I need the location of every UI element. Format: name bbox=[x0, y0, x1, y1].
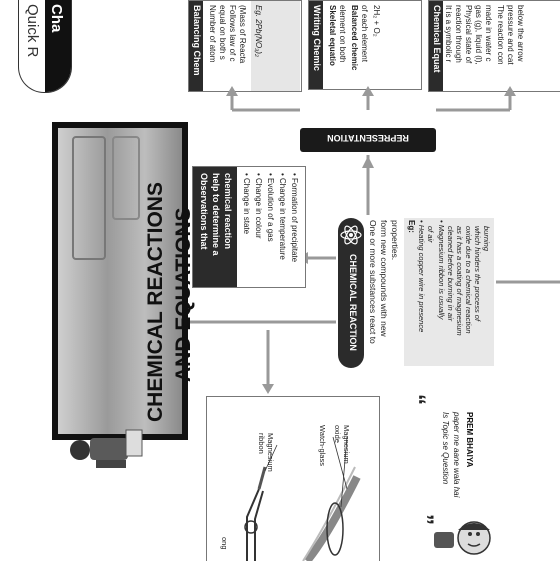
chemical-equation-card: Chemical Equat It is a symbolic r reacti… bbox=[428, 0, 560, 92]
observation-item: • Change in temperature bbox=[278, 173, 287, 260]
main-title-line1: CHEMICAL REACTIONS bbox=[144, 182, 167, 422]
chemical-reaction-card: CHEMICAL REACTION One or more substances… bbox=[336, 216, 496, 368]
representation-label: REPRESENTATION bbox=[327, 133, 409, 143]
label-magnesium-oxide: Magnesium oxide bbox=[333, 425, 351, 464]
observation-item: • Evolution of a gas bbox=[266, 173, 275, 242]
atom-icon bbox=[340, 225, 362, 245]
label-tongs: ong bbox=[220, 537, 229, 550]
student-illustration bbox=[70, 429, 143, 468]
avatar bbox=[434, 521, 491, 555]
quote-block: “ Is Topic se Question paper me aane wal… bbox=[405, 394, 518, 560]
quote-line1: Is Topic se Question bbox=[441, 412, 450, 485]
observation-item: • Change in state bbox=[242, 173, 251, 235]
main-title-block: CHEMICAL REACTIONS AND EQUATIONS bbox=[52, 122, 195, 440]
representation-banner: REPRESENTATION bbox=[300, 128, 436, 152]
observations-title-line: Observations that bbox=[199, 173, 209, 250]
reaction-header bbox=[338, 218, 364, 368]
quote-line2: paper me aane wala hai bbox=[452, 412, 461, 498]
reaction-example: burning bbox=[482, 226, 491, 252]
observations-card: Observations that help to determine a ch… bbox=[192, 166, 306, 288]
observations-title-line: help to determine a bbox=[211, 173, 221, 256]
reaction-example: • Heating copper wire in presence bbox=[417, 220, 426, 333]
reaction-example: of air bbox=[426, 226, 435, 243]
balancing-card: Balancing Chem Number of atom equal on b… bbox=[188, 0, 302, 92]
reaction-title: CHEMICAL REACTION bbox=[348, 254, 358, 351]
observation-item: • Change in colour bbox=[254, 173, 263, 239]
label-magnesium-ribbon: Magnesium ribbon bbox=[257, 433, 275, 472]
observation-item: • Formation of precipitate bbox=[290, 173, 299, 263]
reaction-definition: form new compounds with new bbox=[379, 220, 389, 337]
quote-author: PREM BHAIYA bbox=[465, 412, 474, 468]
reaction-example: cleaned before burning in air bbox=[446, 226, 455, 322]
reaction-example: as it has a coating of magnesium bbox=[455, 226, 464, 336]
quick-revision-tab: Quick R Cha bbox=[18, 0, 72, 93]
reaction-example-box bbox=[404, 218, 494, 366]
reaction-definition: One or more substances react to bbox=[368, 220, 378, 344]
reaction-example: which hinders the process of bbox=[473, 226, 482, 322]
reaction-example: • Magnesium ribbon is usually bbox=[437, 220, 446, 320]
reaction-eg-label: Eg: bbox=[407, 220, 416, 233]
quote-open-mark: “ bbox=[405, 394, 430, 405]
reaction-definition: properties. bbox=[390, 220, 400, 261]
observations-title-line: chemical reaction bbox=[223, 173, 233, 250]
reaction-example: oxide due to a chemical reaction bbox=[464, 226, 473, 334]
experiment-diagram: Magnesium ribbon Watch-glass Magnesium o… bbox=[206, 396, 380, 561]
label-watch-glass: Watch-glass bbox=[318, 425, 327, 466]
writing-card: Writing Chemic Skeletal equatio element … bbox=[308, 0, 422, 90]
diagram-drawing bbox=[244, 436, 361, 561]
